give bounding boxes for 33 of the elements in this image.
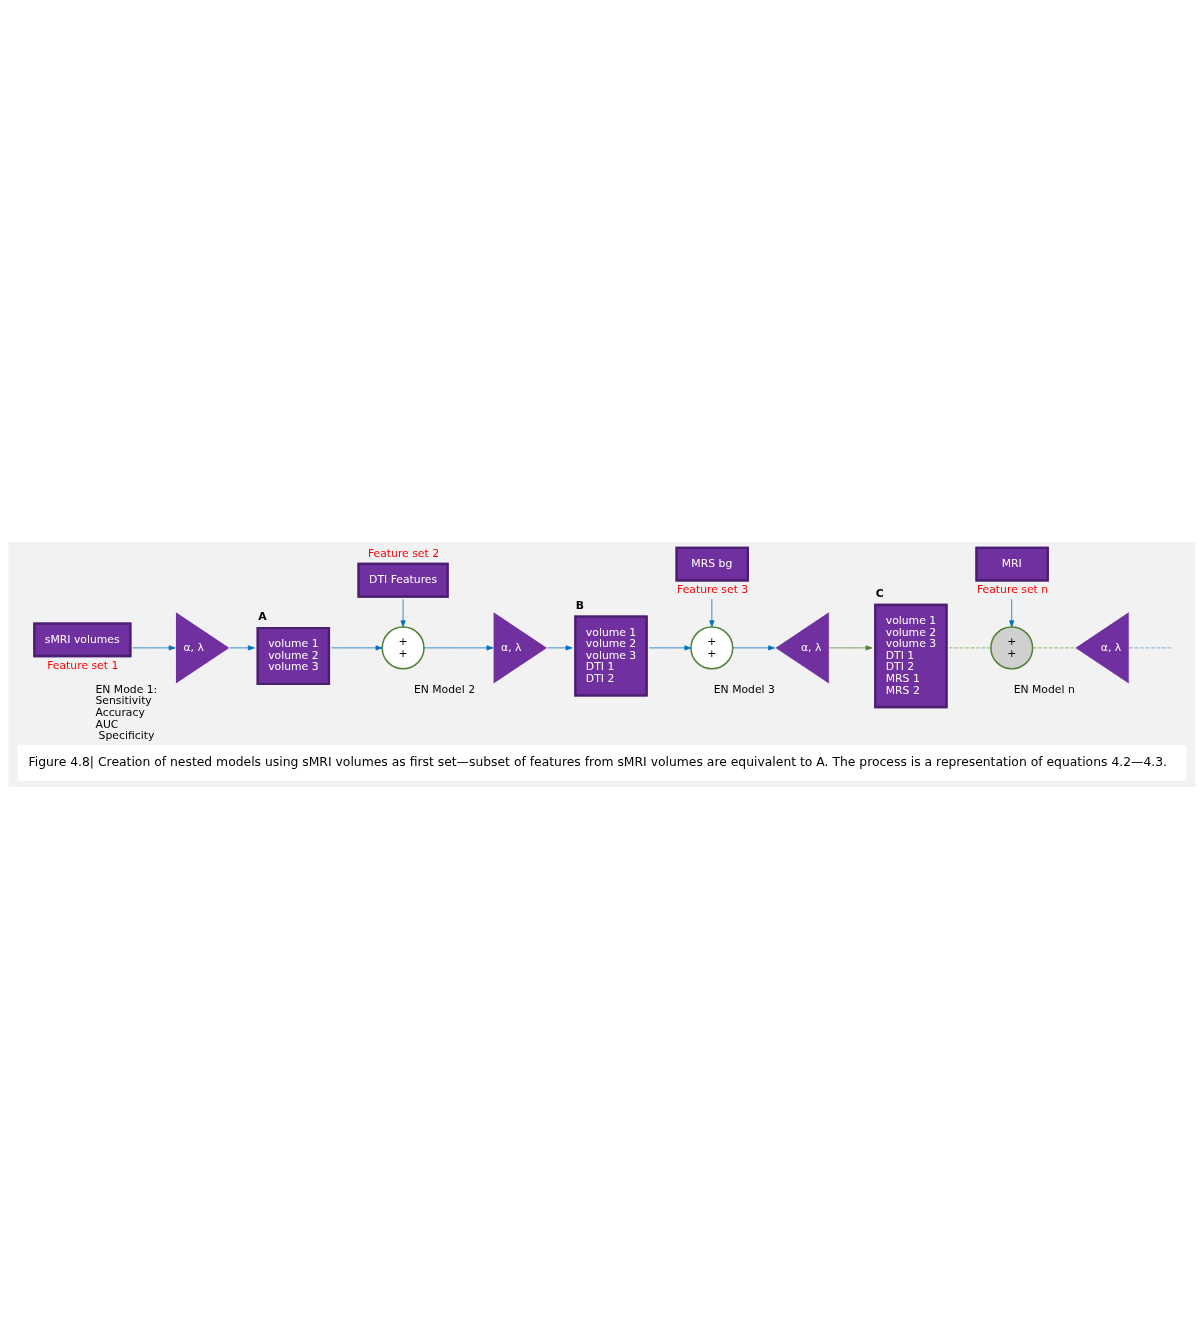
node-label: Specificity (98, 729, 155, 743)
node-label: Feature set 1 (47, 658, 119, 672)
node-label: Sensitivity (95, 694, 152, 708)
arrow (400, 598, 406, 628)
arrow (709, 598, 715, 628)
node-label: AUC (95, 717, 119, 731)
node-label: EN Model 3 (713, 682, 775, 696)
arrow (732, 645, 776, 651)
node-label: Feature set 3 (677, 583, 749, 597)
node-label: Accuracy (95, 706, 145, 720)
node-label: C (875, 587, 884, 601)
node-circle: + + (990, 626, 1034, 670)
node-label: Feature set 2 (367, 546, 440, 560)
caption: Figure 4.8| Creation of nested models using sMRI volumes as first set—subset of features from sMRI volumes are equivalent to A. The process is a representation of equations 4.2—4.3. (28, 754, 1167, 769)
arrow (229, 645, 255, 651)
node-label: B (575, 598, 585, 612)
arrow (423, 645, 494, 651)
connector (1032, 647, 1075, 649)
node-label: EN Model n (1013, 682, 1075, 696)
connector (1128, 647, 1173, 649)
arrow (829, 645, 873, 651)
arrow (132, 645, 176, 651)
connector (948, 647, 992, 649)
node-circle: + + (381, 626, 425, 670)
node-label: Feature set n (976, 583, 1049, 597)
node-label: EN Model 2 (413, 682, 476, 696)
node-circle: + + (690, 626, 734, 670)
node-label: A (258, 610, 267, 624)
arrow (648, 645, 692, 651)
arrow (1009, 598, 1015, 628)
arrow (547, 645, 573, 651)
arrow (331, 645, 383, 651)
node-label: EN Mode 1: (95, 682, 158, 696)
